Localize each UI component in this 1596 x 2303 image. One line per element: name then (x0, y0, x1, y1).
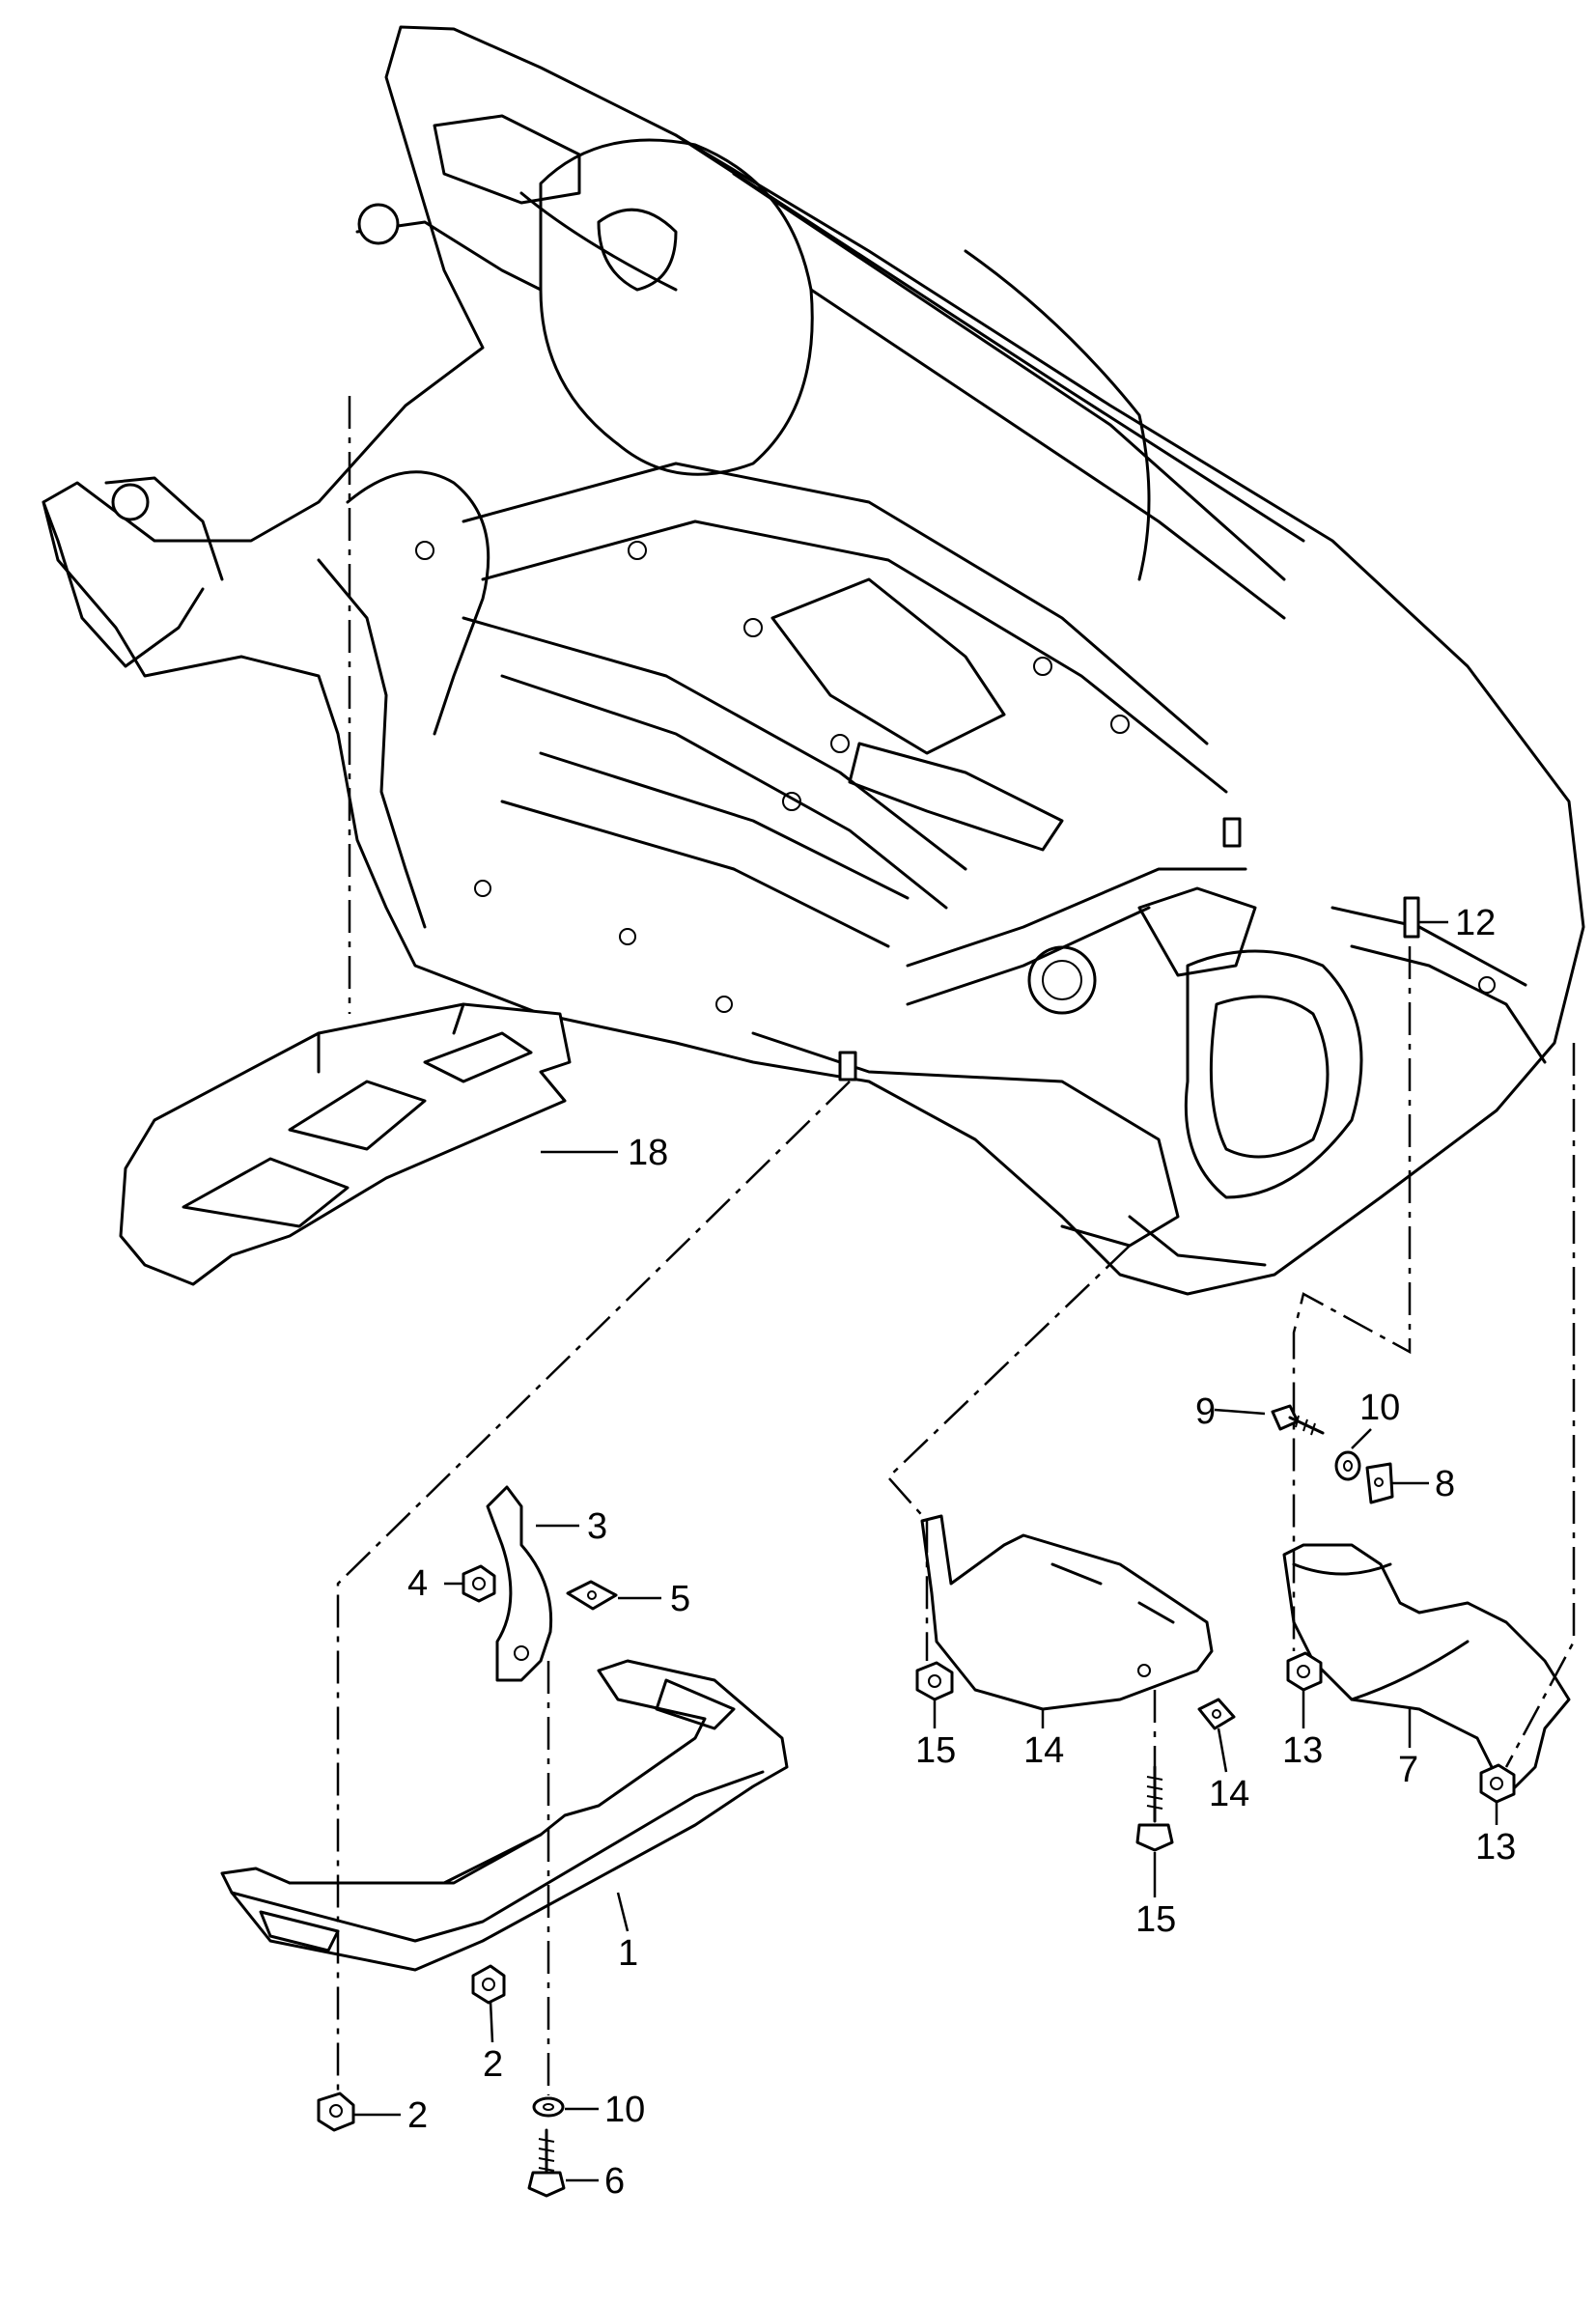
callout-14: 14 (1023, 1730, 1064, 1771)
part-3-bracket (486, 1485, 553, 1682)
callout-13-left: 13 (1282, 1730, 1323, 1771)
vehicle-body-underside (42, 25, 1585, 1296)
callout-6: 6 (604, 2161, 625, 2202)
callout-2-middle: 2 (483, 2044, 503, 2085)
part-8-clip (1365, 1462, 1394, 1504)
part-5-clip (566, 1580, 618, 1611)
part-7-heat-shield (1282, 1543, 1571, 1798)
callout-10-lower: 10 (604, 2090, 645, 2130)
part-14-undertray-mid (920, 1514, 1214, 1711)
callout-18: 18 (628, 1133, 668, 1173)
callout-leaders (353, 920, 1498, 2182)
callout-5: 5 (670, 1579, 690, 1619)
callout-9: 9 (1195, 1391, 1216, 1432)
callout-17: 15 (1135, 1899, 1176, 1940)
callout-4: 4 (407, 1563, 428, 1604)
fasteners (317, 1404, 1516, 2198)
callout-1: 1 (618, 1933, 638, 1974)
part-18-front-panel (119, 1002, 572, 1286)
callout-8: 8 (1435, 1464, 1455, 1504)
callout-7: 7 (1398, 1750, 1418, 1790)
callout-10-upper: 10 (1359, 1388, 1400, 1428)
assembly-lines (336, 396, 1576, 2095)
callout-3: 3 (587, 1506, 607, 1547)
callout-13-right: 13 (1475, 1827, 1516, 1868)
callout-15: 15 (915, 1730, 956, 1771)
part-16-clip (1197, 1698, 1236, 1730)
callout-12: 12 (1455, 903, 1496, 943)
part-1-undertray (220, 1659, 789, 1972)
callout-2-left: 2 (407, 2095, 428, 2136)
callout-16: 14 (1209, 1774, 1249, 1814)
callout-labels: 18 12 3 4 5 1 2 2 10 6 15 14 14 15 13 7 … (407, 903, 1516, 2202)
